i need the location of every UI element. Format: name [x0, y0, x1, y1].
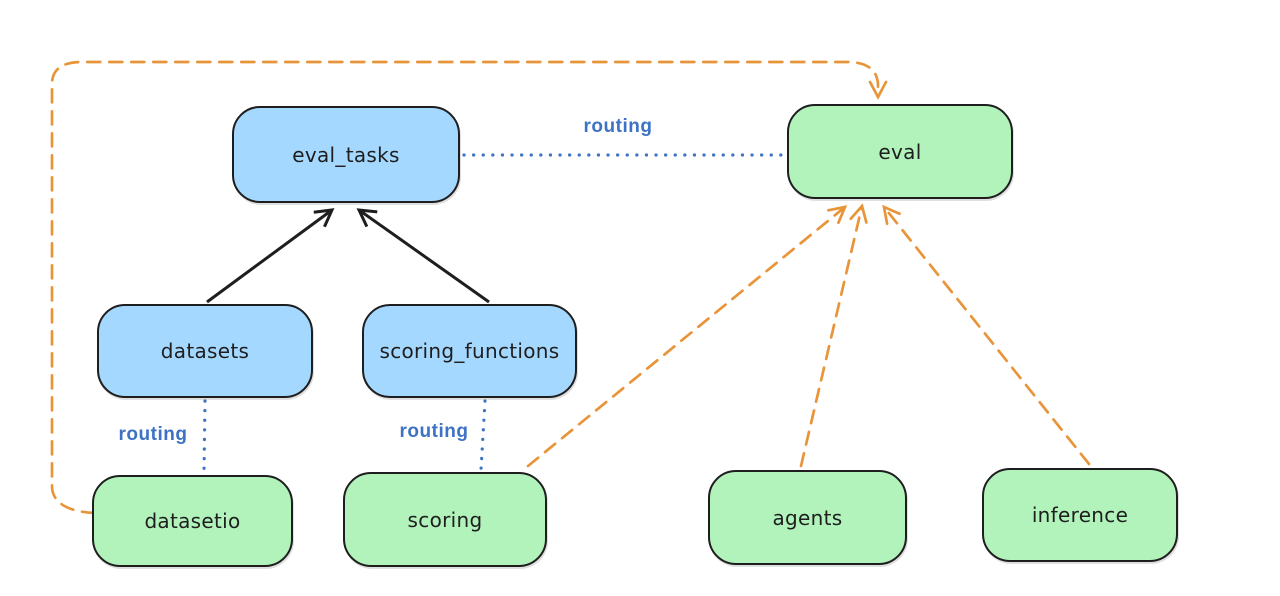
node-scoring-functions: scoring_functions [362, 304, 577, 398]
node-inference: inference [982, 468, 1178, 562]
node-label: inference [1031, 503, 1129, 527]
edge-datasetio-to-eval-loop [50, 60, 888, 515]
edge-label-routing-datasets: routing [118, 424, 188, 445]
edge-label-routing-scoring: routing [399, 421, 469, 442]
node-datasetio: datasetio [92, 475, 293, 567]
edge-scoring-functions-to-scoring-routing [479, 399, 487, 472]
edge-agents-to-eval [799, 203, 868, 468]
node-label: eval_tasks [292, 142, 400, 167]
node-label: scoring [407, 507, 483, 532]
node-label: agents [772, 505, 843, 530]
edge-datasets-to-datasetio-routing [202, 399, 207, 474]
node-scoring: scoring [343, 472, 547, 567]
edge-scoring-functions-to-eval-tasks [356, 208, 490, 304]
edge-datasets-to-eval-tasks [206, 208, 335, 304]
node-label: datasetio [144, 509, 241, 533]
node-label: scoring_functions [379, 339, 560, 363]
node-eval-tasks: eval_tasks [232, 106, 460, 203]
node-label: datasets [160, 339, 250, 363]
node-agents: agents [708, 470, 907, 565]
node-label: eval [878, 139, 922, 164]
node-datasets: datasets [97, 304, 313, 398]
node-eval: eval [787, 104, 1013, 199]
edge-scoring-to-eval [526, 205, 848, 468]
edge-inference-to-eval [882, 204, 1091, 466]
edge-label-routing-top: routing [583, 116, 653, 137]
